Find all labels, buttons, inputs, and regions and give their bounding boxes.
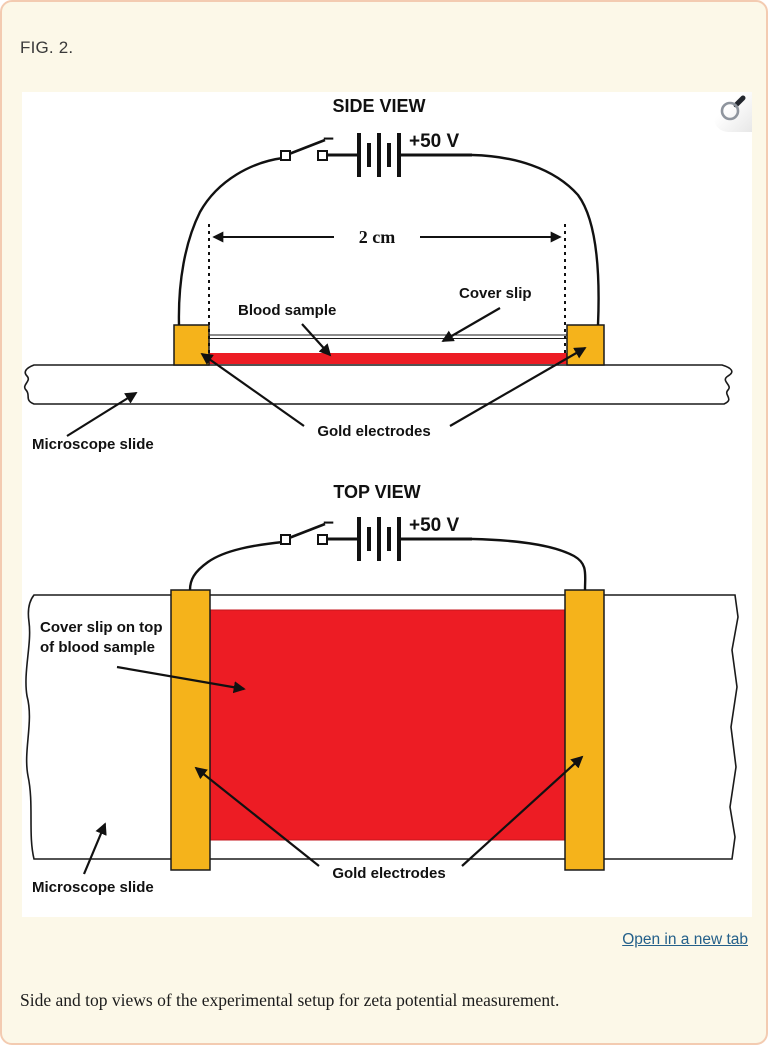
- side-battery-voltage: +50 V: [409, 131, 460, 152]
- top-microscope-slide-arrow: [82, 822, 107, 875]
- side-view: SIDE VIEW: [23, 96, 733, 453]
- top-cover-slip-label-line1: Cover slip on top: [40, 619, 163, 636]
- side-cover-slip-label: Cover slip: [459, 285, 532, 302]
- top-switch-terminal-right: [317, 534, 328, 545]
- top-view-title: TOP VIEW: [333, 482, 420, 502]
- side-dimension: 2 cm: [212, 227, 562, 247]
- top-switch: [280, 522, 328, 545]
- side-gold-electrode-right: [566, 324, 605, 366]
- open-in-new-tab-link[interactable]: Open in a new tab: [622, 931, 748, 948]
- side-microscope-slide: [23, 364, 733, 405]
- side-gold-electrodes-arrow-right: [449, 347, 587, 427]
- experiment-diagram: SIDE VIEW: [23, 96, 739, 896]
- side-view-title: SIDE VIEW: [332, 96, 425, 116]
- top-blood-sample: [209, 609, 566, 841]
- side-battery: [327, 133, 472, 177]
- top-battery: [327, 517, 472, 561]
- side-switch-terminal-right: [317, 150, 328, 161]
- side-blood-sample: [209, 353, 567, 364]
- side-gold-electrode-left: [173, 324, 210, 366]
- top-cover-slip-arrow: [116, 665, 246, 694]
- figure-panel: SIDE VIEW: [22, 92, 752, 917]
- top-switch-blade: [288, 522, 326, 540]
- side-battery-minus: −: [323, 129, 334, 150]
- top-gold-electrodes-label: Gold electrodes: [332, 865, 445, 882]
- dimension-label: 2 cm: [359, 227, 395, 247]
- side-blood-sample-label: Blood sample: [238, 302, 336, 319]
- top-cover-slip-label-line2: of blood sample: [40, 639, 155, 656]
- top-microscope-slide-label: Microscope slide: [32, 879, 154, 896]
- magnifier-button[interactable]: [714, 92, 752, 132]
- top-battery-voltage: +50 V: [409, 515, 460, 536]
- side-switch-blade: [288, 138, 326, 156]
- top-view: TOP VIEW: [25, 482, 739, 896]
- side-cover-slip: [208, 334, 568, 339]
- top-gold-electrode-right: [564, 589, 605, 871]
- side-cover-slip-arrow: [441, 307, 501, 342]
- figure-label: FIG. 2.: [20, 38, 74, 57]
- figure-caption: Side and top views of the experimental s…: [20, 990, 560, 1010]
- side-microscope-slide-arrow: [66, 392, 138, 437]
- magnifier-icon: [720, 95, 746, 121]
- side-gold-electrodes-label: Gold electrodes: [317, 423, 430, 440]
- side-wire-left: [177, 156, 284, 326]
- top-battery-minus: −: [323, 513, 334, 534]
- top-gold-electrodes-arrow-right: [461, 755, 584, 867]
- top-cover-slip-label: Cover slip on top of blood sample: [40, 619, 163, 656]
- side-switch-terminal-left: [280, 150, 291, 161]
- side-switch: [280, 138, 328, 161]
- top-wire-left: [188, 540, 284, 591]
- top-gold-electrode-left: [170, 589, 211, 871]
- top-gold-electrodes-arrow-left: [194, 766, 320, 867]
- side-blood-sample-arrow: [301, 323, 332, 357]
- side-gold-electrodes-arrow-left: [200, 352, 305, 427]
- top-switch-terminal-left: [280, 534, 291, 545]
- side-microscope-slide-label: Microscope slide: [32, 436, 154, 453]
- side-wire-right: [471, 153, 600, 326]
- top-wire-right: [471, 537, 587, 591]
